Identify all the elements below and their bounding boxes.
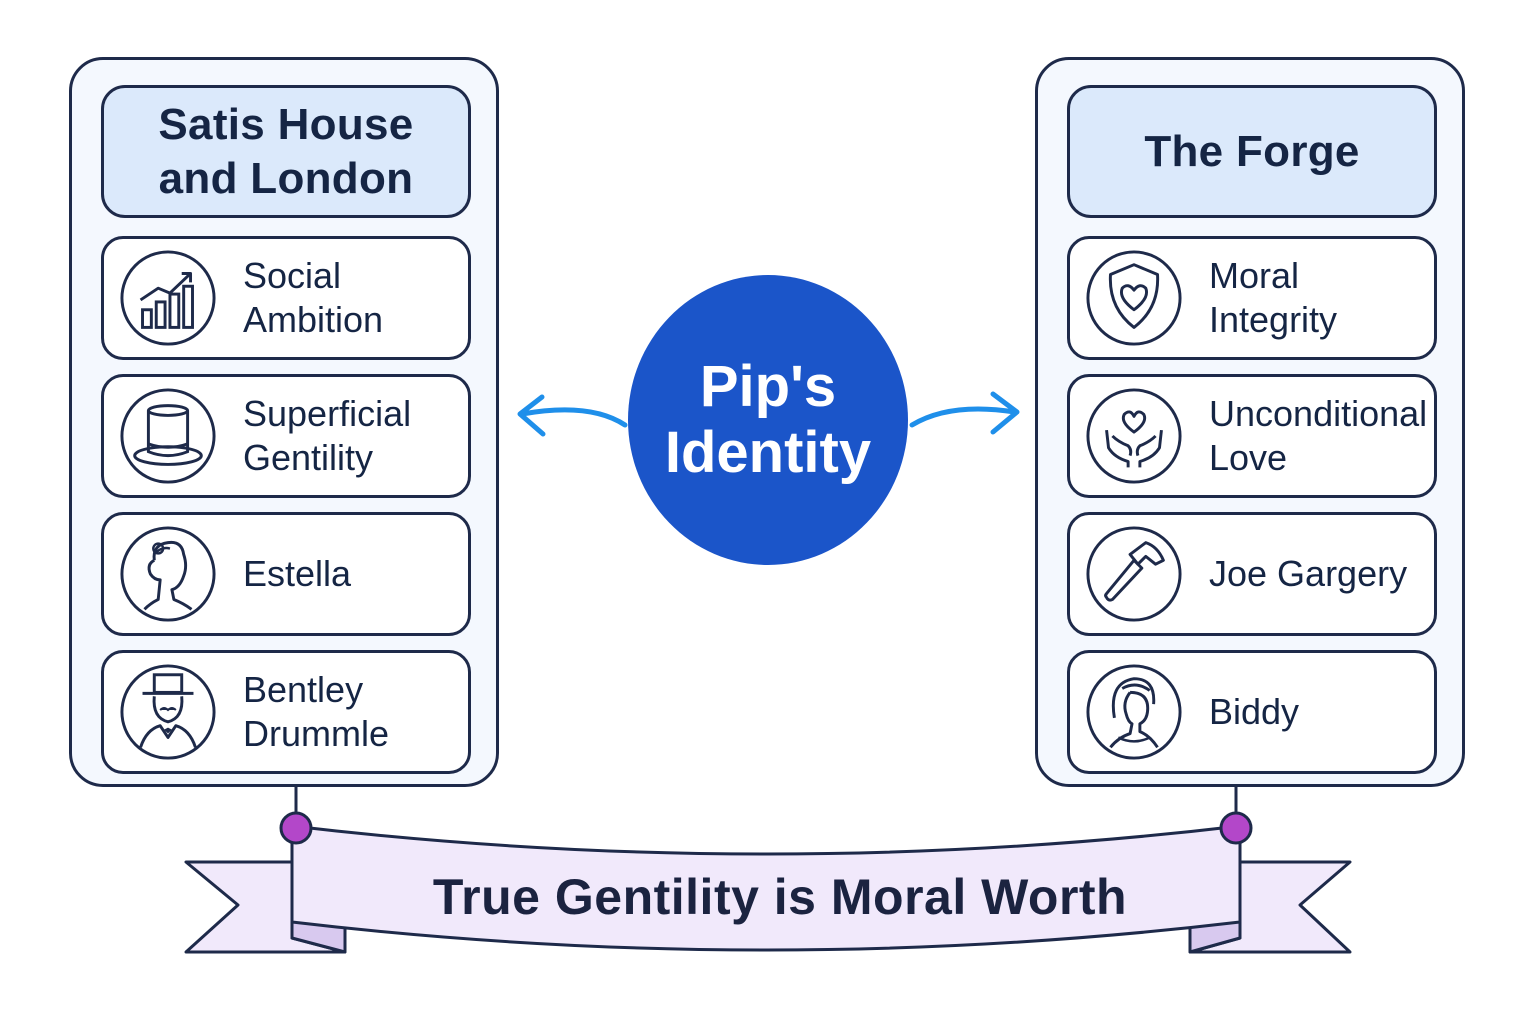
the-forge-panel: The Forge Moral Integrity [1035, 57, 1465, 787]
banner-ribbon [290, 824, 1242, 952]
hands-heart-icon [1085, 387, 1183, 485]
gentleman-top-hat-icon [119, 663, 217, 761]
woman-headscarf-icon [1085, 663, 1183, 761]
item-social-ambition: Social Ambition [101, 236, 471, 360]
joe-gargery-label: Joe Gargery [1209, 553, 1408, 594]
the-forge-title: The Forge [1144, 126, 1360, 176]
item-unconditional-love: Unconditional Love [1067, 374, 1437, 498]
item-superficial-gentility: Superficial Gentility [101, 374, 471, 498]
woman-profile-icon [119, 525, 217, 623]
superficial-gentility-label: Superficial Gentility [243, 393, 412, 478]
item-biddy: Biddy [1067, 650, 1437, 774]
pips-identity-node: Pip's Identity [628, 275, 908, 565]
item-bentley-drummle: Bentley Drummle [101, 650, 471, 774]
the-forge-header: The Forge [1067, 85, 1437, 218]
right-arrow-shaft [909, 406, 1018, 428]
right-banner-pin [1219, 811, 1253, 845]
biddy-label: Biddy [1209, 691, 1300, 732]
shield-heart-icon [1085, 249, 1183, 347]
item-moral-integrity: Moral Integrity [1067, 236, 1437, 360]
top-hat-icon [119, 387, 217, 485]
estella-label: Estella [243, 553, 352, 594]
item-joe-gargery: Joe Gargery [1067, 512, 1437, 636]
social-ambition-label: Social Ambition [243, 255, 384, 340]
pips-identity-label: Pip's Identity [664, 354, 872, 485]
satis-house-panel: Satis House and London Social Ambition [69, 57, 499, 787]
item-estella: Estella [101, 512, 471, 636]
hammer-icon [1085, 525, 1183, 623]
rising-chart-icon [119, 249, 217, 347]
unconditional-love-label: Unconditional Love [1209, 393, 1428, 478]
bentley-drummle-label: Bentley Drummle [243, 669, 390, 754]
left-banner-pin [279, 811, 313, 845]
banner-label: True Gentility is Moral Worth [432, 869, 1128, 925]
right-arrow-head [990, 391, 1020, 435]
satis-house-title: Satis House and London [158, 99, 414, 203]
moral-integrity-label: Moral Integrity [1209, 255, 1338, 340]
satis-house-header: Satis House and London [101, 85, 471, 218]
left-arrow-shaft [519, 407, 628, 428]
left-arrow-head [517, 394, 546, 437]
